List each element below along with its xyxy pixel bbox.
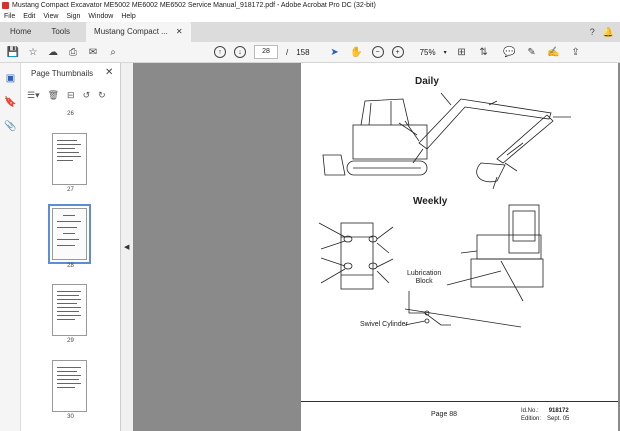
zoom-in-icon[interactable]: + <box>391 46 404 58</box>
scroll-mode-icon[interactable]: ⇅ <box>479 46 488 58</box>
page-number-input[interactable]: 28 <box>254 45 278 59</box>
close-tab-icon[interactable]: ✕ <box>175 27 183 36</box>
footer-id-block: Id.No.: 918172 Edition: Sept. 05 <box>521 407 569 423</box>
comment-icon[interactable]: 💬 <box>503 46 516 58</box>
sign-icon[interactable]: ✍ <box>547 46 560 58</box>
rotate-right-icon[interactable]: ↻ <box>98 89 106 100</box>
menu-help[interactable]: Help <box>121 13 136 20</box>
tab-document[interactable]: Mustang Compact ... ✕ <box>86 22 191 42</box>
previous-page-icon[interactable]: ↑ <box>214 46 226 58</box>
thumb-label-30: 30 <box>67 414 74 420</box>
title-bar: Mustang Compact Excavator ME5002 ME6002 … <box>0 0 620 11</box>
highlight-pen-icon[interactable]: ✎ <box>527 46 536 58</box>
footer-edition-label: Edition: <box>521 416 542 422</box>
bookmarks-icon[interactable]: 🔖 <box>4 97 17 108</box>
fit-page-icon[interactable]: ⊞ <box>457 46 466 58</box>
heading-daily: Daily <box>415 76 439 87</box>
zoom-dropdown-icon[interactable]: ▾ <box>443 49 447 56</box>
page-separator: / <box>286 47 289 57</box>
search-icon[interactable]: ⌕ <box>110 46 116 58</box>
share-icon[interactable]: ⇪ <box>571 46 580 58</box>
help-icon[interactable]: ? <box>589 27 595 37</box>
footer-id-label: Id.No.: <box>521 408 539 414</box>
menu-file[interactable]: File <box>4 13 16 20</box>
menu-window[interactable]: Window <box>88 13 114 20</box>
label-swivel-cylinder: Swivel Cylinder <box>360 321 408 328</box>
label-lubrication-block: Lubrication Block <box>407 270 441 286</box>
save-icon[interactable]: 💾 <box>6 46 20 58</box>
rotate-left-icon[interactable]: ↺ <box>82 89 91 100</box>
thumbnail-page-27[interactable] <box>52 133 87 185</box>
footer-id-value: 918172 <box>548 408 569 414</box>
label-lubrication-line2: Block <box>415 278 433 285</box>
zoom-level[interactable]: 75% <box>419 47 436 57</box>
thumb-label-29: 29 <box>67 338 74 344</box>
page-thumbnails-panel: Page Thumbnails ✕ ☰▾ 🗑 ⊟ ↺ ↻ 26 27 28 29 <box>21 63 138 431</box>
print-icon[interactable]: ⎙ <box>69 46 77 58</box>
window-title: Mustang Compact Excavator ME5002 ME6002 … <box>12 2 376 9</box>
panel-toolbar: ☰▾ 🗑 ⊟ ↺ ↻ <box>27 87 106 103</box>
footer-page-number: Page 88 <box>431 411 458 418</box>
tab-home[interactable]: Home <box>10 27 32 36</box>
mail-icon[interactable]: ✉ <box>88 46 98 58</box>
zoom-out-icon[interactable]: − <box>371 46 384 58</box>
footer-divider <box>301 401 618 402</box>
thumb-label-27: 27 <box>67 187 74 193</box>
upload-cloud-icon[interactable]: ☁ <box>48 46 58 58</box>
footer-edition-value: Sept. 05 <box>547 416 570 422</box>
acrobat-app-icon <box>2 2 9 9</box>
left-rail: ▣ 🔖 📎 <box>0 63 21 431</box>
tab-bar: Home Tools Mustang Compact ... ✕ ? 🔔 <box>0 22 620 42</box>
menu-edit[interactable]: Edit <box>23 13 36 20</box>
notification-bell-icon[interactable]: 🔔 <box>602 26 614 37</box>
attachments-icon[interactable]: 📎 <box>4 121 17 132</box>
thumbnail-page-28[interactable] <box>48 204 91 264</box>
menu-view[interactable]: View <box>43 13 59 20</box>
page-thumbnails-icon[interactable]: ▣ <box>5 73 16 84</box>
page-total: 158 <box>296 47 310 57</box>
main-toolbar: 💾 ☆ ☁ ⎙ ✉ ⌕ ↑ ↓ 28 / 158 ➤ ✋ − + 75% ▾ ⊞… <box>0 42 620 63</box>
thumbnail-list: 26 27 28 29 30 <box>21 107 120 431</box>
heading-weekly: Weekly <box>413 196 448 207</box>
thumb-label-28: 28 <box>67 263 74 269</box>
collapse-panel-icon[interactable]: ◀ <box>124 244 130 251</box>
panel-splitter[interactable]: ◀ <box>121 63 133 431</box>
menu-bar: File Edit View Sign Window Help <box>0 11 620 22</box>
next-page-icon[interactable]: ↓ <box>234 46 246 58</box>
thumbnail-page-29[interactable] <box>52 284 87 336</box>
select-cursor-icon[interactable]: ➤ <box>330 46 339 58</box>
close-panel-icon[interactable]: ✕ <box>105 67 114 78</box>
document-viewer[interactable]: Daily Weekly <box>133 63 620 431</box>
tab-document-label: Mustang Compact ... <box>94 27 168 36</box>
thumbnail-options-icon[interactable]: ☰▾ <box>27 89 40 100</box>
label-lubrication-line1: Lubrication <box>407 270 442 277</box>
delete-page-icon[interactable]: 🗑 <box>47 89 60 100</box>
insert-page-icon[interactable]: ⊟ <box>67 89 75 100</box>
excavator-lubrication-diagram <box>318 92 571 328</box>
hand-tool-icon[interactable]: ✋ <box>350 46 363 58</box>
thumbnail-page-30[interactable] <box>52 360 87 412</box>
menu-sign[interactable]: Sign <box>66 13 81 20</box>
pdf-page: Daily Weekly <box>301 63 618 431</box>
tab-tools[interactable]: Tools <box>51 27 71 36</box>
panel-title: Page Thumbnails <box>31 69 94 78</box>
bookmark-star-icon[interactable]: ☆ <box>28 46 38 58</box>
thumb-label-26: 26 <box>67 111 74 117</box>
